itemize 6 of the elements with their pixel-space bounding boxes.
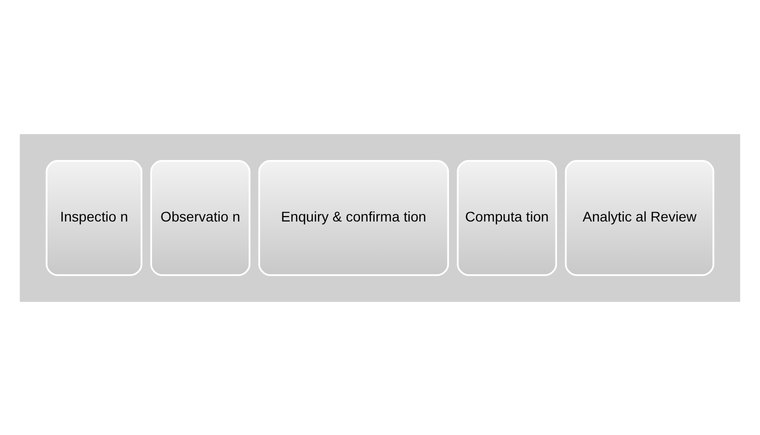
- node-box: Observatio n: [150, 160, 250, 276]
- node-box: Analytic al Review: [564, 160, 714, 276]
- cluster: [20, 134, 740, 302]
- node-box: Computa tion: [456, 160, 558, 276]
- node-box: Inspectio n: [46, 160, 142, 276]
- node-box: Enquiry & confirma tion: [258, 160, 449, 276]
